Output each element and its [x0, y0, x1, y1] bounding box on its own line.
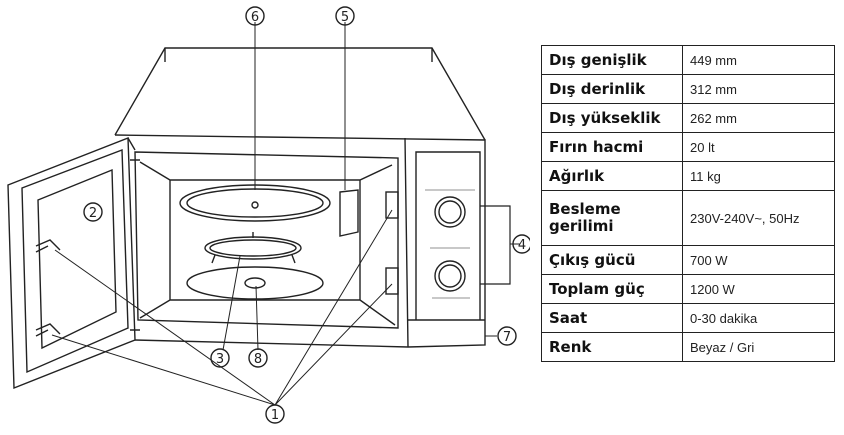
spec-value: 312 mm [682, 74, 835, 104]
callout-3: 3 [210, 348, 230, 368]
spec-label: Ağırlık [541, 161, 683, 191]
callout-1: 1 [265, 404, 285, 424]
door-latch-lower [385, 267, 399, 295]
svg-text:2: 2 [89, 206, 97, 221]
callout-8: 8 [248, 348, 268, 368]
coupler [244, 277, 266, 289]
timer-knob [434, 260, 466, 292]
spec-value: 700 W [682, 245, 835, 275]
spec-value: 230V-240V~, 50Hz [682, 190, 835, 246]
spec-value: 1200 W [682, 274, 835, 304]
spec-label: Dış genişlik [541, 45, 683, 75]
door-hinge-upper [35, 239, 61, 253]
spec-label: Dış yükseklik [541, 103, 683, 133]
spec-value: 0-30 dakika [682, 303, 835, 333]
door-hinge-lower [35, 323, 61, 337]
svg-text:7: 7 [503, 330, 511, 345]
cabinet-top [114, 47, 486, 141]
oven-cavity [134, 151, 399, 329]
svg-text:4: 4 [518, 238, 526, 253]
spec-value: 449 mm [682, 45, 835, 75]
waveguide-cover [339, 189, 359, 237]
spec-label: Toplam güç [541, 274, 683, 304]
microwave-diagram: 6 5 2 4 7 3 8 1 [7, 6, 530, 424]
door-window [37, 168, 117, 350]
spec-value: 20 lt [682, 132, 835, 162]
spec-label: Dış derinlik [541, 74, 683, 104]
svg-text:1: 1 [271, 408, 279, 423]
callout-6: 6 [245, 6, 265, 26]
spec-label: Saat [541, 303, 683, 333]
glass-tray [179, 184, 331, 222]
callout-2: 2 [83, 202, 103, 222]
spec-value: 262 mm [682, 103, 835, 133]
door-frame [21, 148, 129, 374]
power-knob [434, 196, 466, 228]
control-panel [404, 137, 485, 348]
spec-label: Fırın hacmi [541, 132, 683, 162]
turntable-floor [186, 266, 324, 300]
spec-label: Çıkış gücü [541, 245, 683, 275]
cabinet-front [114, 134, 486, 348]
callout-7: 7 [497, 326, 517, 346]
spec-label: Besleme gerilimi [541, 190, 683, 246]
svg-text:3: 3 [216, 352, 224, 367]
door-latch-upper [385, 191, 399, 219]
svg-text:6: 6 [251, 10, 259, 25]
callout-4: 4 [512, 234, 530, 254]
svg-text:5: 5 [341, 10, 349, 25]
callout-5: 5 [335, 6, 355, 26]
cabinet-back-edge [164, 48, 433, 62]
svg-text:8: 8 [254, 352, 262, 367]
spec-label: Renk [541, 332, 683, 362]
spec-value: Beyaz / Gri [682, 332, 835, 362]
spec-value: 11 kg [682, 161, 835, 191]
door [7, 136, 136, 390]
cavity-inner [139, 161, 396, 326]
